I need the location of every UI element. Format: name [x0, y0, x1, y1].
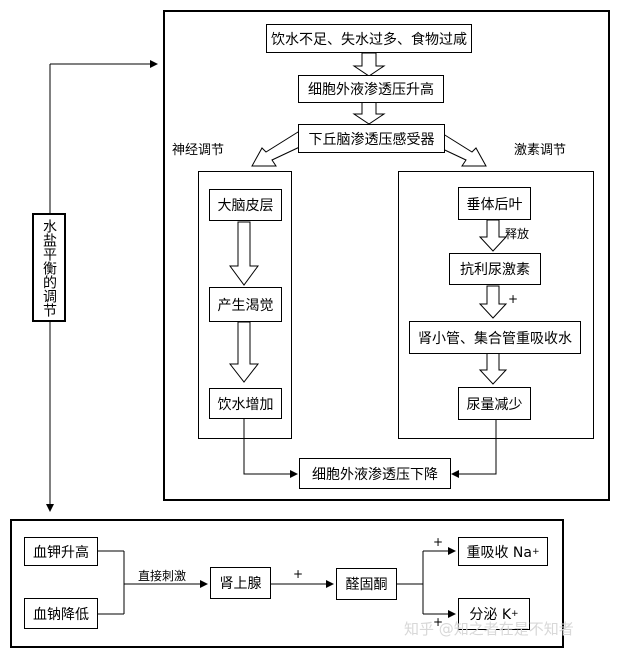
hollow-arrow-thirst-drink	[228, 321, 260, 383]
hollow-arrow-pituitary-adh	[478, 219, 508, 252]
hollow-arrow-tubule-urine	[478, 352, 508, 385]
receptor-box: 下丘脑渗透压感受器	[298, 124, 445, 153]
hormonal-label: 激素调节	[514, 143, 567, 158]
ecf-down-box: 细胞外液渗透压下降	[299, 458, 451, 489]
adh-plus-label: +	[508, 292, 519, 306]
secrete-plus-label: +	[433, 615, 444, 629]
thirst-box: 产生渴觉	[209, 287, 282, 322]
release-label: 释放	[505, 227, 530, 241]
adrenal-plus-label: +	[293, 567, 304, 581]
na-low-box: 血钠降低	[24, 598, 98, 629]
reabsorb-sup: +	[531, 546, 540, 557]
reabsorb-plus-label: +	[433, 535, 444, 549]
reabsorb-box: 重吸收 Na+	[458, 537, 548, 566]
urine-box: 尿量减少	[458, 387, 531, 420]
secrete-text: 分泌 K	[469, 607, 512, 623]
hollow-arrow-cortex-thirst	[229, 221, 259, 286]
watermark: 知乎 @知之者在是不知者	[404, 620, 574, 638]
neural-column	[198, 171, 292, 439]
hollow-arrow-2	[352, 101, 386, 125]
neural-label: 神经调节	[172, 143, 225, 158]
aldosterone-box: 醛固酮	[336, 568, 397, 600]
direct-label: 直接刺激	[138, 569, 187, 583]
pituitary-box: 垂体后叶	[458, 187, 531, 220]
hollow-arrow-1	[352, 52, 386, 77]
bottom-panel	[10, 519, 564, 648]
ecf-up-box: 细胞外液渗透压升高	[298, 75, 444, 103]
k-high-box: 血钾升高	[24, 537, 98, 566]
hormonal-column	[398, 171, 594, 439]
cortex-box: 大脑皮层	[209, 189, 282, 221]
drink-box: 饮水增加	[209, 388, 282, 419]
return-arrow-neural	[243, 418, 298, 478]
side-label: 水盐平衡的调节	[32, 213, 66, 322]
hollow-arrow-adh-tubule	[478, 285, 508, 319]
cause-box: 饮水不足、失水过多、食物过咸	[266, 24, 472, 53]
adh-box: 抗利尿激素	[449, 253, 541, 285]
secrete-box: 分泌 K+	[458, 598, 530, 630]
reabsorb-text: 重吸收 Na	[466, 544, 532, 561]
secrete-sup: +	[511, 609, 519, 619]
tubule-box: 肾小管、集合管重吸收水	[409, 321, 581, 354]
adrenal-box: 肾上腺	[210, 567, 271, 599]
top-panel	[163, 10, 610, 501]
